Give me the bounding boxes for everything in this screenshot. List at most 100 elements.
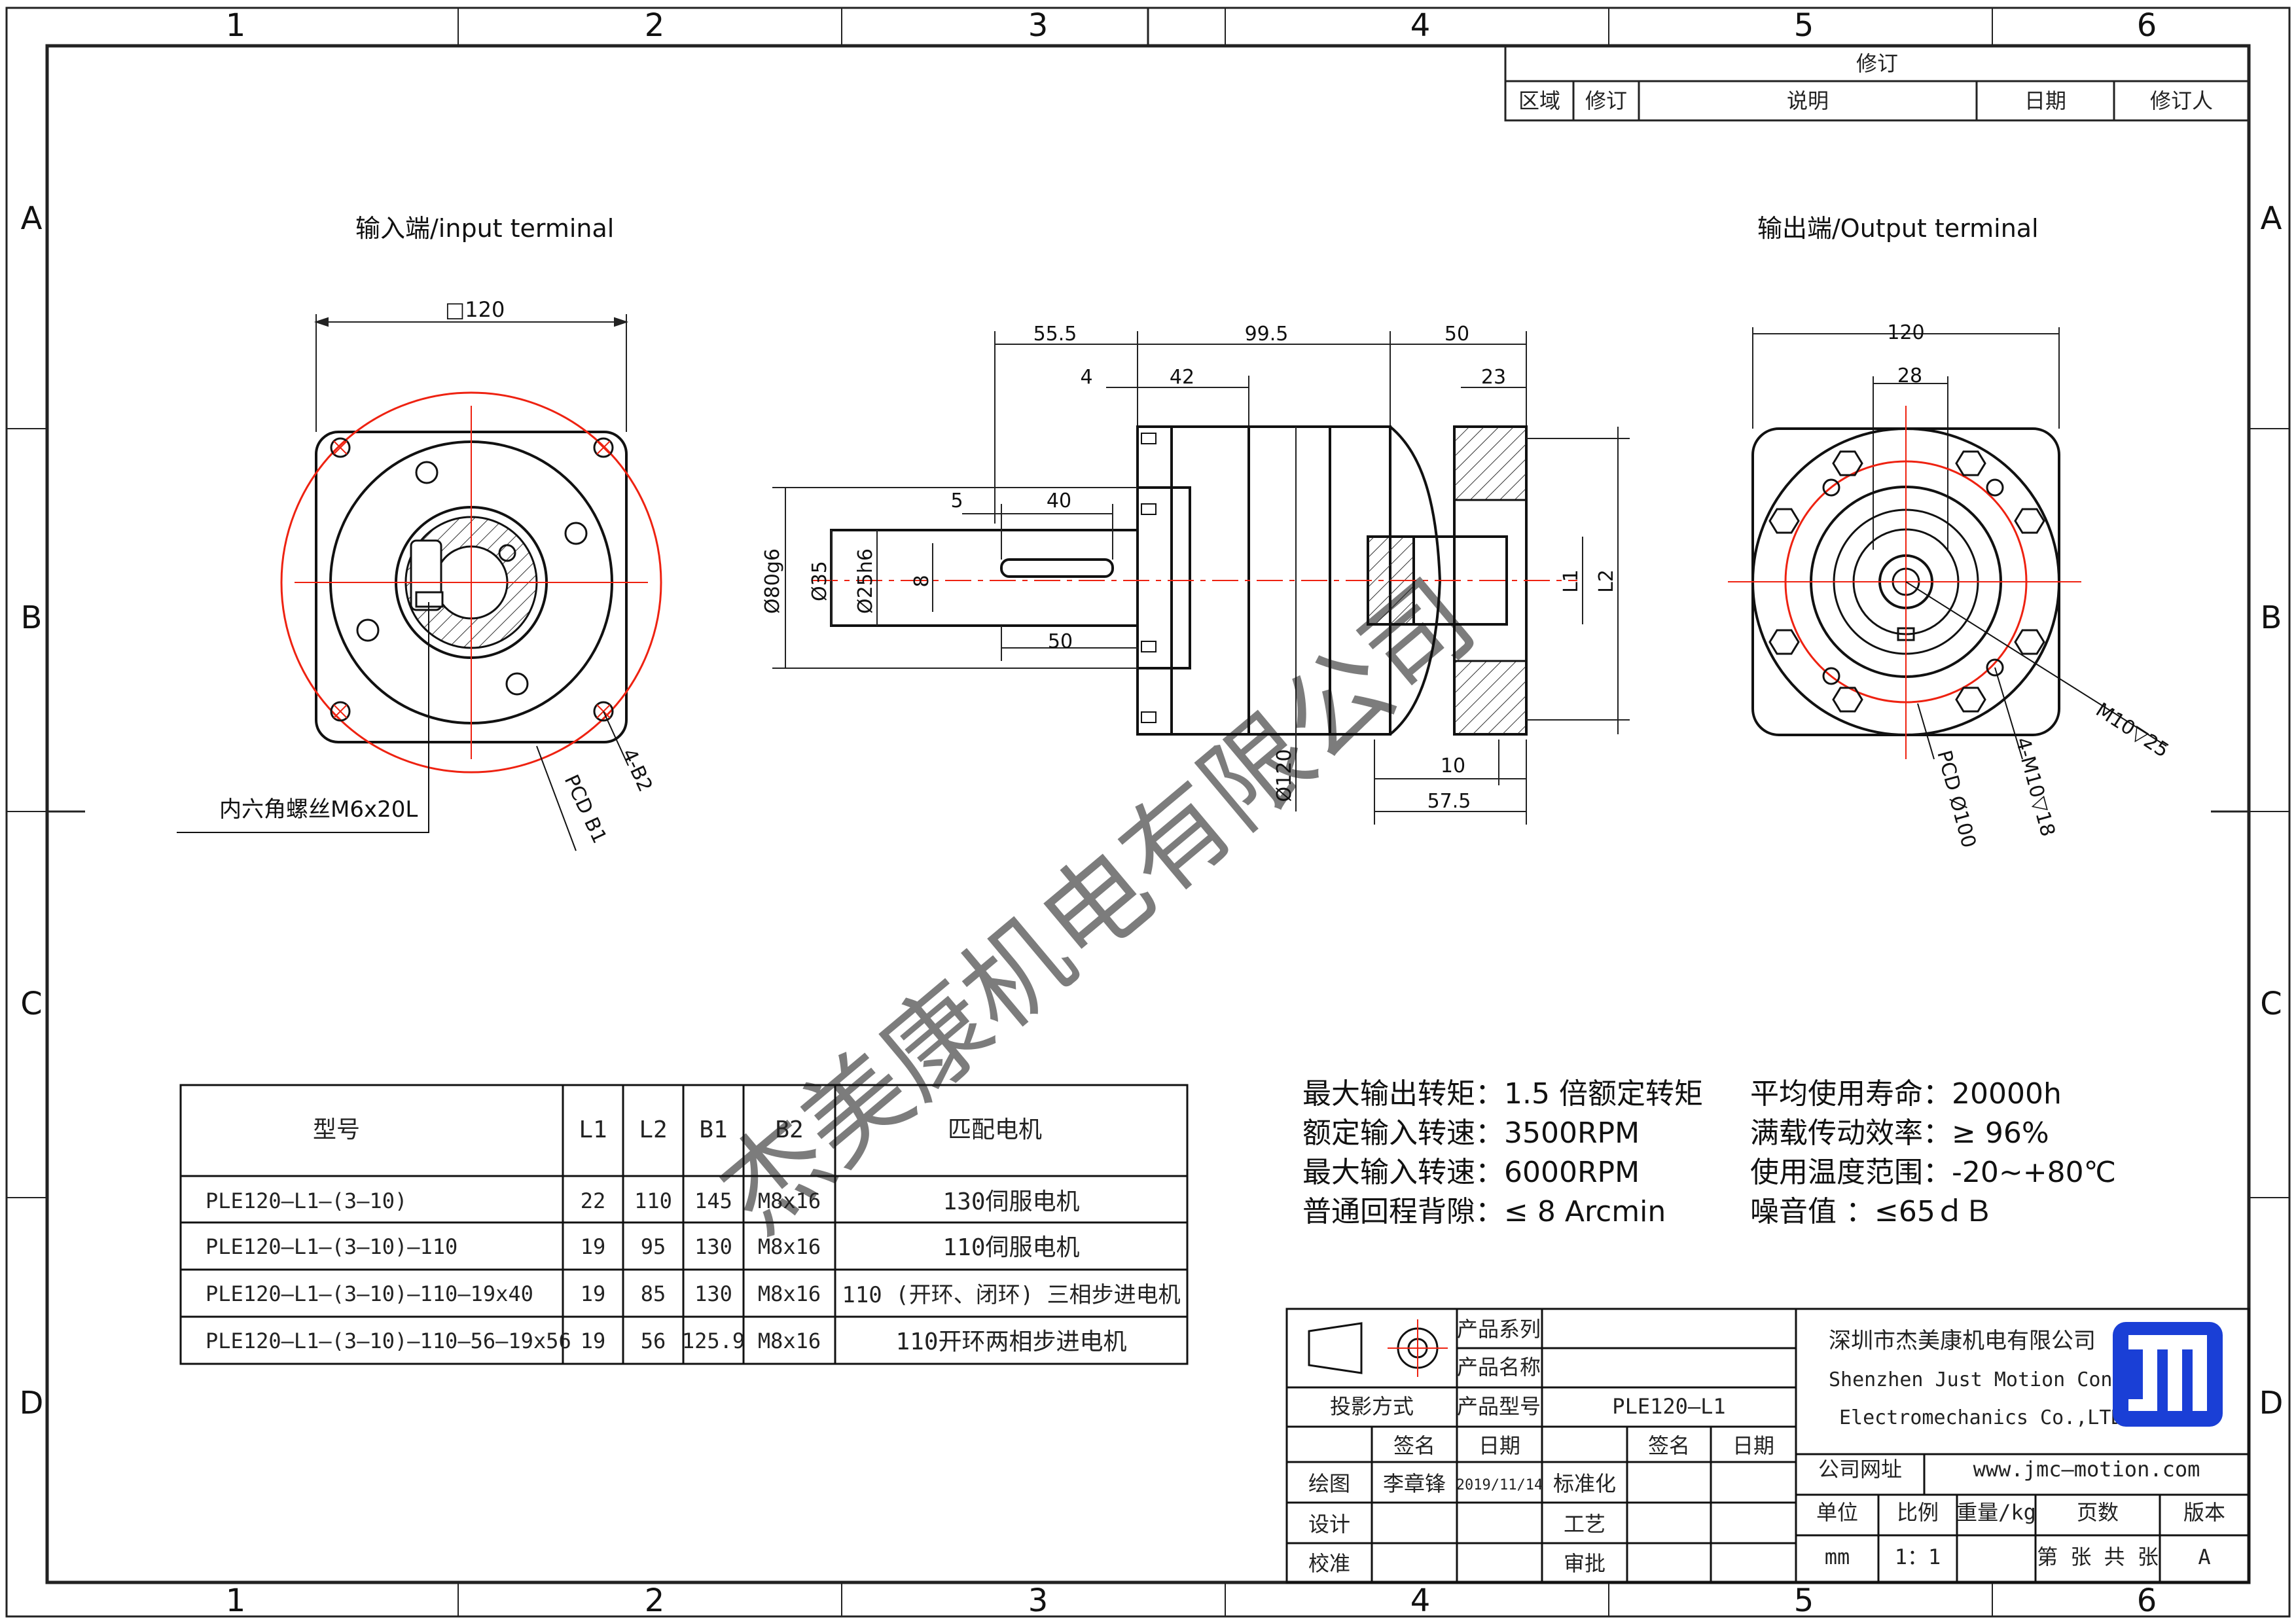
side-dim-8: 8: [910, 575, 933, 587]
tb-company-cn: 深圳市杰美康机电有限公司: [1829, 1328, 2096, 1354]
table-row-2-B2: M8x16: [758, 1234, 821, 1259]
zone-labels: 1 2 3 4 5 6 1 2 3 4 5 6 A B C D A B C D: [20, 7, 2284, 1619]
input-view-title: 输入端/input terminal: [355, 214, 614, 243]
zone-row-d-right: D: [2259, 1385, 2284, 1421]
table-row-2-L1: 19: [581, 1234, 606, 1259]
table-row-3-B1: 130: [694, 1281, 732, 1306]
side-dim-55-5: 55.5: [1033, 323, 1077, 346]
side-dim-10: 10: [1441, 755, 1465, 777]
tb-sign2: 签名: [1648, 1433, 1690, 1458]
tb-product-series: 产品系列: [1457, 1317, 1541, 1342]
table-row-3-B2: M8x16: [758, 1281, 821, 1306]
zone-row-b-right: B: [2261, 599, 2282, 636]
zone-col-2-bottom: 2: [645, 1582, 665, 1619]
table-row-2-B1: 130: [694, 1234, 732, 1259]
table-row-2-model: PLE120—L1—(3—10)—110: [206, 1234, 457, 1259]
tb-website-label: 公司网址: [1818, 1457, 1902, 1482]
output-pcd-label: PCD Ø100: [1932, 748, 1980, 850]
spec-left-1: 最大输出转矩：1.5 倍额定转矩: [1302, 1077, 1703, 1111]
table-row-1-B1: 145: [694, 1188, 732, 1213]
output-dim-120: 120: [1887, 321, 1924, 344]
tb-pages-label: 页数: [2077, 1500, 2119, 1525]
input-bolt-label: 4-B2: [617, 745, 657, 796]
table-row-4-B2: M8x16: [758, 1329, 821, 1353]
spec-left-4: 普通回程背隙：≤ 8 Arcmin: [1302, 1195, 1666, 1228]
side-dim-40: 40: [1047, 490, 1071, 512]
side-dim-50-top: 50: [1444, 323, 1469, 346]
table-row-3-L2: 85: [641, 1281, 666, 1306]
tb-sign: 签名: [1393, 1433, 1435, 1458]
table-row-1-B2: M8x16: [758, 1188, 821, 1213]
table-row-4-model: PLE120—L1—(3—10)—110—56—19x56: [206, 1329, 571, 1353]
table-row-3-motor: 110 (开环、闭环) 三相步进电机: [842, 1282, 1180, 1308]
tb-weight-label: 重量/kg: [1956, 1500, 2036, 1525]
output-dim-28: 28: [1897, 365, 1922, 387]
tb-company-en1: Shenzhen Just Motion Control: [1829, 1368, 2160, 1391]
table-row-2-motor: 110伺服电机: [942, 1234, 1079, 1261]
sheet-frame: [5, 7, 2291, 1618]
tb-check: 校准: [1308, 1551, 1350, 1576]
side-dim-dia80: Ø80g6: [761, 548, 784, 614]
revision-header-date: 日期: [2024, 88, 2066, 113]
table-row-4-B1: 125.9: [682, 1329, 745, 1353]
table-row-3-model: PLE120—L1—(3—10)—110—19x40: [206, 1281, 533, 1306]
tb-approve: 审批: [1564, 1551, 1605, 1576]
tb-version: A: [2198, 1544, 2210, 1569]
tb-unit-label: 单位: [1816, 1500, 1858, 1525]
tb-website[interactable]: www.jmc—motion.com: [1973, 1457, 2200, 1482]
table-header-B1: B1: [699, 1116, 727, 1143]
zone-col-1-bottom: 1: [226, 1582, 246, 1619]
side-dim-50-bottom: 50: [1048, 630, 1073, 653]
table-row-2-L2: 95: [641, 1234, 666, 1259]
tb-product-model: PLE120—L1: [1612, 1394, 1725, 1419]
side-dim-4: 4: [1080, 366, 1092, 389]
side-dim-23: 23: [1481, 366, 1506, 389]
zone-col-4-bottom: 4: [1410, 1582, 1431, 1619]
tb-scale: 1：1: [1895, 1544, 1941, 1569]
tb-projection: 投影方式: [1330, 1394, 1414, 1419]
zone-col-1: 1: [226, 7, 246, 44]
side-dim-42: 42: [1170, 366, 1194, 389]
table-header-motor: 匹配电机: [948, 1116, 1042, 1143]
table-row-1-model: PLE120—L1—(3—10): [206, 1188, 407, 1213]
side-dim-L1: L1: [1560, 569, 1583, 593]
table-row-1-L2: 110: [634, 1188, 672, 1213]
zone-col-6: 6: [2137, 7, 2157, 44]
model-table: 型号 L1 L2 B1 B2 匹配电机 PLE120—L1—(3—10) PLE…: [179, 1084, 1189, 1365]
tb-drawn-by: 李章锋: [1383, 1471, 1446, 1496]
table-row-4-L1: 19: [581, 1329, 606, 1353]
tb-company-en2: Electromechanics Co.,LTD: [1839, 1406, 2123, 1429]
title-block: 产品系列 产品名称 投影方式 产品型号 PLE120—L1 签名 日期 签名 日…: [1285, 1308, 2250, 1584]
tb-scale-label: 比例: [1897, 1500, 1939, 1525]
input-end-view: 输入端/input terminal □120: [177, 214, 662, 851]
tb-product-model-label: 产品型号: [1457, 1394, 1541, 1419]
tb-date2: 日期: [1732, 1433, 1774, 1458]
revision-header-by: 修订人: [2150, 88, 2213, 113]
watermark: 杰美康机电有限公司: [696, 556, 1497, 1256]
table-header-L1: L1: [579, 1116, 607, 1143]
tb-process: 工艺: [1564, 1512, 1605, 1537]
tb-product-name: 产品名称: [1457, 1355, 1541, 1380]
side-dim-57-5: 57.5: [1427, 790, 1471, 813]
projection-symbol: [1308, 1319, 1448, 1377]
spec-left-3: 最大输入转速：6000RPM: [1302, 1156, 1640, 1189]
zone-col-6-bottom: 6: [2137, 1582, 2157, 1619]
zone-row-c-right: C: [2260, 986, 2282, 1022]
revision-block: 修订 区域 修订 说明 日期 修订人: [1504, 45, 2250, 122]
output-m10-label: M10▽25: [2092, 698, 2173, 762]
zone-col-3-bottom: 3: [1028, 1582, 1049, 1619]
table-header-B2: B2: [775, 1116, 803, 1143]
input-screw-callout: 内六角螺丝M6x20L: [219, 796, 418, 823]
table-row-1-motor: 130伺服电机: [942, 1188, 1079, 1215]
company-logo: [2113, 1322, 2223, 1427]
output-view-title: 输出端/Output terminal: [1757, 214, 2039, 243]
table-row-1-L1: 22: [581, 1188, 606, 1213]
tb-drawn-date: 2019/11/14: [1456, 1477, 1543, 1493]
revision-title: 修订: [1856, 51, 1898, 76]
zone-col-5: 5: [1794, 7, 1814, 44]
input-square-dim: □120: [445, 297, 505, 322]
input-pcd-circle: [280, 391, 662, 774]
tb-pages: 第 张 共 张: [2037, 1544, 2159, 1569]
side-section-view: 55.5 99.5 50 4 42 23 5 40 50 10 57.5 Ø80…: [761, 323, 1630, 825]
table-row-4-motor: 110开环两相步进电机: [895, 1329, 1126, 1355]
